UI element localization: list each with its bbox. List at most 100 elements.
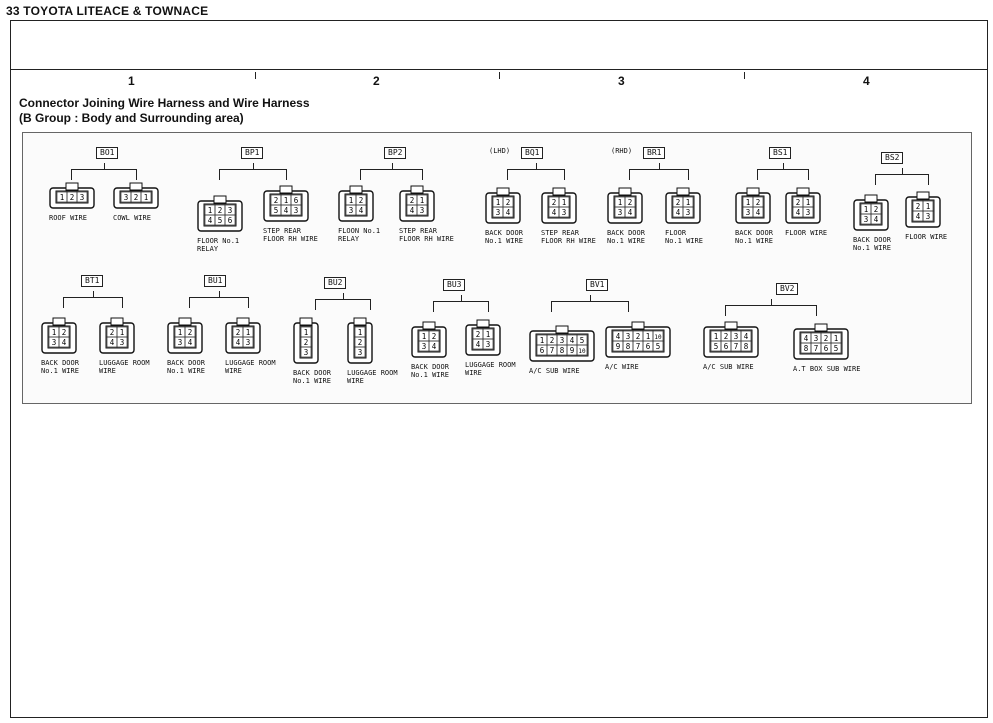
bo1-join-bracket bbox=[71, 163, 137, 180]
pin-number: 1 bbox=[540, 336, 545, 345]
br1-join-bracket bbox=[629, 163, 689, 180]
pin-grid bbox=[119, 190, 153, 204]
bv1-join-bracket bbox=[551, 295, 629, 312]
pin-number: 3 bbox=[80, 193, 85, 202]
housing-latch bbox=[555, 325, 569, 334]
pin-number: 4 bbox=[432, 342, 437, 351]
pin-cell bbox=[290, 204, 302, 216]
bq1-bracket-stem bbox=[536, 163, 537, 170]
pin-number: 5 bbox=[218, 216, 223, 225]
housing-latch bbox=[213, 195, 227, 204]
br1-connector-code: BR1 bbox=[643, 147, 666, 159]
pin-number: 7 bbox=[814, 344, 819, 353]
pin-number: 1 bbox=[686, 198, 691, 207]
pin-number: 4 bbox=[804, 334, 809, 343]
pin-number: 3 bbox=[422, 342, 427, 351]
pin-number: 8 bbox=[560, 346, 565, 355]
pin-number: 3 bbox=[349, 206, 354, 215]
bp2-join-bracket bbox=[360, 163, 423, 180]
bv2-connector-1-label: A/C SUB WIRE bbox=[703, 363, 754, 371]
pin-number: 1 bbox=[496, 198, 501, 207]
bv1-bracket-stem bbox=[590, 295, 591, 302]
pin-number: 4 bbox=[796, 208, 801, 217]
pin-cell bbox=[752, 206, 764, 218]
pin-number: 1 bbox=[284, 196, 289, 205]
pin-number: 1 bbox=[349, 196, 354, 205]
bu1-connector-code: BU1 bbox=[204, 275, 227, 287]
housing-latch bbox=[353, 317, 367, 326]
pin-number: 4 bbox=[359, 206, 364, 215]
pin-cell bbox=[830, 342, 842, 354]
pin-number: 1 bbox=[926, 202, 931, 211]
pin-number: 1 bbox=[420, 196, 425, 205]
pin-number: 6 bbox=[824, 344, 829, 353]
page-frame bbox=[10, 20, 988, 718]
bs2-connector-code: BS2 bbox=[881, 152, 904, 164]
pin-cell bbox=[802, 206, 814, 218]
bo1-connector-1-label: ROOF WIRE bbox=[49, 214, 87, 222]
bt1-connector-1-label: BACK DOOR No.1 WIRE bbox=[41, 359, 79, 375]
pin-cell bbox=[242, 336, 254, 348]
pin-number: 2 bbox=[796, 198, 801, 207]
bu2-join-bracket bbox=[315, 293, 371, 310]
housing-latch bbox=[129, 182, 143, 191]
bu3-join-bracket bbox=[433, 295, 489, 312]
pin-number: 2 bbox=[134, 193, 139, 202]
pin-number: 1 bbox=[120, 328, 125, 337]
pin-number: 4 bbox=[236, 338, 241, 347]
pin-cell bbox=[870, 213, 882, 225]
pin-number: 8 bbox=[744, 342, 749, 351]
pin-number: 3 bbox=[864, 215, 869, 224]
pin-number: 5 bbox=[656, 342, 661, 351]
pin-number: 2 bbox=[110, 328, 115, 337]
pin-number: 3 bbox=[246, 338, 251, 347]
bu2-connector-2-label: LUGGAGE ROOM WIRE bbox=[347, 369, 398, 385]
pin-number: 4 bbox=[506, 208, 511, 217]
pin-number: 3 bbox=[294, 206, 299, 215]
pin-number: 2 bbox=[636, 332, 641, 341]
pin-cell bbox=[428, 340, 440, 352]
housing-latch bbox=[178, 317, 192, 326]
pin-number: 1 bbox=[714, 332, 719, 341]
housing-latch bbox=[746, 187, 760, 196]
pin-cell bbox=[116, 336, 128, 348]
pin-number: 3 bbox=[52, 338, 57, 347]
pin-number: 2 bbox=[70, 193, 75, 202]
pin-number: 3 bbox=[358, 348, 363, 357]
pin-number: 3 bbox=[304, 348, 309, 357]
pin-number: 3 bbox=[124, 193, 129, 202]
pin-grid bbox=[55, 190, 89, 204]
pin-number: 3 bbox=[560, 336, 565, 345]
pin-cell bbox=[354, 346, 366, 358]
housing-latch bbox=[52, 317, 66, 326]
bp1-connector-1-label: FLOOR No.1 RELAY bbox=[197, 237, 240, 253]
bt1-connector-2-label: LUGGAGE ROOM WIRE bbox=[99, 359, 150, 375]
pin-number: 4 bbox=[916, 212, 921, 221]
pin-cell bbox=[300, 346, 312, 358]
pin-cell bbox=[576, 344, 588, 356]
pin-cell bbox=[624, 206, 636, 218]
housing-latch bbox=[410, 185, 424, 194]
pin-number: 3 bbox=[178, 338, 183, 347]
pin-number: 4 bbox=[110, 338, 115, 347]
bt1-connector-code: BT1 bbox=[81, 275, 104, 287]
title-line-2: (B Group : Body and Surrounding area) bbox=[19, 111, 244, 125]
housing-latch bbox=[110, 317, 124, 326]
bq1-connector-2-label: STEP REAR FLOOR RH WIRE bbox=[541, 229, 596, 245]
